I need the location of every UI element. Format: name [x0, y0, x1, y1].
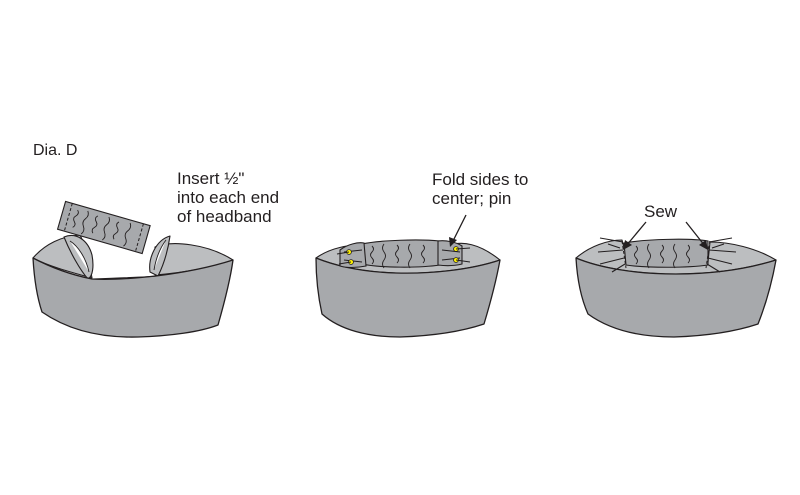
step1-instruction-line: into each end: [177, 188, 280, 207]
step2-instruction-line: Fold sides to: [432, 170, 529, 189]
step2-pin-shaft: [455, 247, 471, 250]
step1-strip-gather: [123, 222, 132, 247]
step3-headband: [575, 237, 777, 338]
step2-pointer-arrow: [449, 214, 467, 247]
step1-right-slit: [153, 239, 167, 271]
step1-strip-body: [56, 200, 151, 255]
step2-gathered-strip: [361, 239, 441, 268]
figure-label: Dia. D: [33, 142, 78, 159]
step3-left-seam-gathers: [597, 237, 626, 273]
step2-pin-shaft: [338, 261, 352, 265]
step1-elastic-strip: [56, 200, 151, 255]
step3-instruction-line: Sew: [644, 202, 678, 221]
step3-strip-gather: [660, 244, 664, 264]
step3-pointer-arrow-right: [685, 221, 708, 250]
step2-strip-gather: [408, 243, 412, 269]
step3-pointer-arrow-left: [623, 221, 647, 250]
step1-instruction-line: of headband: [177, 207, 272, 226]
step2-headband: [315, 239, 501, 338]
step3-strip-gather: [686, 244, 690, 264]
step1-strip-gather: [91, 215, 99, 234]
step2-outer-band: [315, 257, 501, 338]
step3-strip-gather: [673, 243, 677, 269]
step3-strip-gather: [634, 245, 638, 265]
step1-left-opening: [63, 235, 94, 280]
step1-band-top-edge: [91, 275, 157, 280]
step1-headband: [32, 234, 234, 338]
step1-strip-gather: [112, 221, 120, 240]
step3-strip-gather: [647, 243, 651, 269]
step3-right-seam-gathers: [706, 237, 737, 273]
step2-strip-gather: [370, 245, 374, 265]
step1-strip-gather: [102, 216, 110, 241]
step3-left-stitch: [621, 240, 627, 269]
step2-pin-shaft: [455, 259, 471, 263]
step2-strip-gather: [382, 243, 386, 269]
step2-instruction-line: center; pin: [432, 189, 512, 208]
step1-strip-gather: [80, 210, 89, 235]
step3-outer-band: [575, 257, 777, 338]
step2-pin-shaft: [336, 251, 350, 255]
step1-left-slit: [69, 240, 90, 273]
step1-instruction-line: Insert ½": [177, 169, 245, 188]
step1-instruction: Insert ½" into each end of headband: [177, 169, 279, 226]
step3-instruction: Sew: [644, 202, 677, 221]
step1-strip-gather: [72, 209, 79, 228]
step2-strip-gather: [395, 244, 399, 264]
step1-outer-band: [32, 257, 234, 338]
step2-instruction: Fold sides to center; pin: [432, 170, 528, 208]
step3-right-stitch: [705, 240, 711, 269]
step2-strip-gather: [421, 244, 425, 264]
